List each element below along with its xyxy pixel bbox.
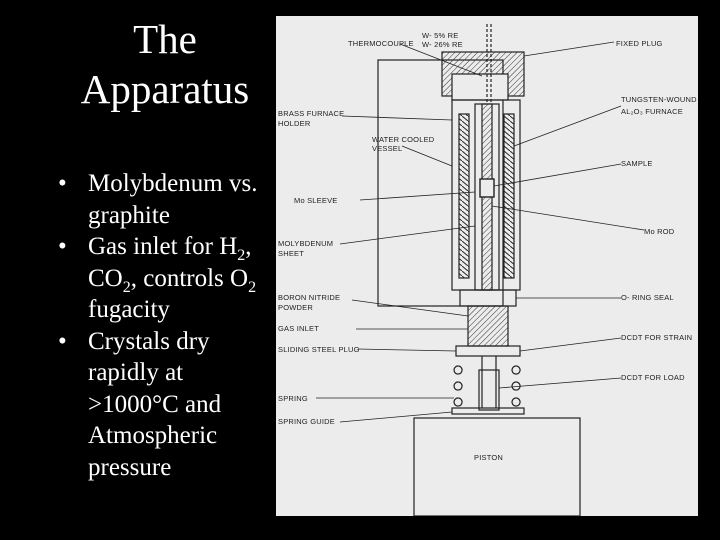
- label-boron-2: POWDER: [278, 303, 313, 312]
- bullet-2: •Gas inlet for H2, CO2, controls O2 fuga…: [58, 231, 263, 326]
- label-dcdt-load: DCDT FOR LOAD: [621, 373, 685, 382]
- spring-guide-shape: [451, 407, 525, 415]
- apparatus-diagram: THERMOCOUPLE W- 5% RE W- 26% RE FIXED PL…: [276, 16, 698, 516]
- label-tc-w5: W- 5% RE: [422, 31, 458, 40]
- label-tungsten-1: TUNGSTEN-WOUND: [621, 95, 697, 104]
- label-brass-1: BRASS FURNACE: [278, 109, 344, 118]
- fixed-plug-inner: [451, 73, 509, 101]
- title-line-1: The: [133, 16, 197, 62]
- bullet-2-sub-3: 2: [248, 278, 257, 296]
- lower-plug-shape: [459, 289, 517, 307]
- label-tc-w26: W- 26% RE: [422, 40, 463, 49]
- label-mo-rod: Mo ROD: [644, 227, 675, 236]
- bullet-2-text-a: Gas inlet for H: [88, 233, 238, 260]
- boron-nitride-plug: [467, 305, 509, 347]
- label-moly-1: MOLYBDENUM: [278, 239, 333, 248]
- label-tungsten-2: AL₂O₃ FURNACE: [621, 107, 683, 116]
- label-spring: SPRING: [278, 394, 308, 403]
- bullet-2-text-d: fugacity: [88, 296, 170, 323]
- spring-coils: [453, 365, 521, 407]
- sample-shape: [479, 178, 495, 198]
- label-brass-2: HOLDER: [278, 119, 311, 128]
- label-water-1: WATER COOLED: [372, 135, 435, 144]
- furnace-coil-left: [458, 113, 470, 279]
- label-thermocouple: THERMOCOUPLE: [348, 39, 414, 48]
- leader-lines: [316, 41, 645, 423]
- label-sliding-plug: SLIDING STEEL PLUG: [278, 345, 360, 354]
- bullet-dot: •: [58, 233, 67, 260]
- bullet-1-text: Molybdenum vs. graphite: [88, 170, 258, 229]
- bullet-2-text-c: , controls O: [130, 264, 249, 292]
- label-water-2: VESSEL: [372, 144, 402, 153]
- label-mo-sleeve: Mo SLEEVE: [294, 196, 338, 205]
- label-oring: O- RING SEAL: [621, 293, 674, 302]
- label-moly-2: SHEET: [278, 249, 304, 258]
- bullet-3: • Crystals dry rapidly at >1000°C and Atm…: [58, 326, 263, 484]
- slide-title: The Apparatus: [60, 14, 270, 114]
- bullet-dot: •: [58, 327, 67, 355]
- bullet-dot: •: [58, 170, 67, 197]
- bullet-2-sub-2: 2: [122, 278, 131, 296]
- piston-shape: [413, 417, 581, 516]
- bullet-1: • Molybdenum vs. graphite: [58, 168, 263, 231]
- bullet-2-sub-1: 2: [237, 247, 246, 264]
- label-spring-guide: SPRING GUIDE: [278, 417, 335, 426]
- sliding-steel-plug-shape: [455, 345, 521, 357]
- label-boron-1: BORON NITRIDE: [278, 293, 340, 302]
- label-piston: PISTON: [474, 453, 503, 462]
- bullet-3-text: Crystals dry rapidly at >1000°C and Atmo…: [88, 327, 222, 481]
- label-dcdt-strain: DCDT FOR STRAIN: [621, 333, 692, 342]
- furnace-coil-right: [503, 113, 515, 279]
- label-gas-inlet: GAS INLET: [278, 324, 319, 333]
- label-fixed-plug: FIXED PLUG: [616, 39, 663, 48]
- label-sample: SAMPLE: [621, 159, 653, 168]
- apparatus-drawing: THERMOCOUPLE W- 5% RE W- 26% RE FIXED PL…: [278, 24, 697, 516]
- bullet-2-text-b: , CO: [88, 233, 252, 292]
- thermocouple-wires: [486, 24, 492, 104]
- dcdt-load-shape: [478, 369, 500, 411]
- bullet-list: • Molybdenum vs. graphite • Gas inlet for …: [58, 168, 263, 483]
- title-line-2: Apparatus: [80, 66, 250, 112]
